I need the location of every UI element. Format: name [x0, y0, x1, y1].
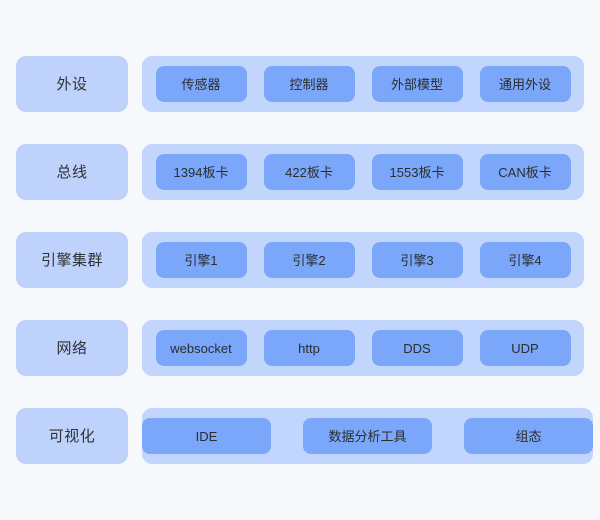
layer-item-label: 引擎4 [508, 252, 542, 268]
layer-item-label: UDP [511, 340, 539, 356]
layer-item-label: 组态 [515, 428, 542, 444]
layer-label-card-bus[interactable]: 总线 [16, 144, 128, 200]
layer-row-visualization: 可视化 IDE 数据分析工具 组态 [16, 408, 593, 464]
layer-row-peripherals: 外设 传感器 控制器 外部模型 通用外设 [16, 56, 584, 112]
layer-label-text: 引擎集群 [40, 251, 103, 269]
layer-items-card-bus: 1394板卡 422板卡 1553板卡 CAN板卡 [142, 144, 584, 200]
layer-label-text: 外设 [56, 75, 88, 93]
layer-item-chip[interactable]: 外部模型 [371, 66, 463, 102]
layer-label-card-network[interactable]: 网络 [16, 320, 128, 376]
layer-item-label: 1553板卡 [389, 164, 445, 180]
layer-label-text: 总线 [56, 163, 88, 181]
layer-item-label: 引擎1 [184, 252, 218, 268]
layer-item-chip[interactable]: 通用外设 [479, 66, 571, 102]
layer-row-network: 网络 websocket http DDS UDP [16, 320, 584, 376]
layer-row-bus: 总线 1394板卡 422板卡 1553板卡 CAN板卡 [16, 144, 584, 200]
layer-label-text: 可视化 [48, 427, 96, 445]
layer-item-label: 数据分析工具 [328, 428, 407, 444]
layer-item-chip[interactable]: IDE [142, 418, 271, 454]
layer-label-text: 网络 [56, 339, 88, 357]
layer-item-chip[interactable]: http [263, 330, 355, 366]
layer-item-chip[interactable]: 引擎4 [479, 242, 571, 278]
layer-row-engine-cluster: 引擎集群 引擎1 引擎2 引擎3 引擎4 [16, 232, 584, 288]
layer-item-chip[interactable]: 引擎3 [371, 242, 463, 278]
layer-item-label: 外部模型 [390, 76, 443, 92]
layer-item-chip[interactable]: 控制器 [263, 66, 355, 102]
layer-items-card-peripherals: 传感器 控制器 外部模型 通用外设 [142, 56, 584, 112]
layer-items-card-visualization: IDE 数据分析工具 组态 [142, 408, 593, 464]
architecture-layer-diagram: 外设 传感器 控制器 外部模型 通用外设 总线 1394板卡 4 [16, 56, 593, 464]
layer-item-chip[interactable]: 1553板卡 [371, 154, 463, 190]
layer-item-label: 引擎2 [292, 252, 326, 268]
layer-item-label: 1394板卡 [173, 164, 229, 180]
layer-item-chip[interactable]: 引擎1 [155, 242, 247, 278]
layer-item-chip[interactable]: 数据分析工具 [303, 418, 432, 454]
layer-item-label: CAN板卡 [498, 164, 552, 180]
layer-item-label: 422板卡 [285, 164, 333, 180]
layer-label-card-engine-cluster[interactable]: 引擎集群 [16, 232, 128, 288]
layer-item-label: websocket [170, 340, 232, 356]
layer-item-label: DDS [403, 340, 431, 356]
layer-item-label: http [298, 340, 320, 356]
layer-item-label: 控制器 [289, 76, 329, 92]
layer-label-card-peripherals[interactable]: 外设 [16, 56, 128, 112]
layer-item-label: 通用外设 [498, 76, 551, 92]
layer-label-card-visualization[interactable]: 可视化 [16, 408, 128, 464]
layer-item-label: IDE [195, 428, 218, 444]
layer-item-label: 引擎3 [400, 252, 434, 268]
layer-item-chip[interactable]: websocket [155, 330, 247, 366]
layer-items-card-network: websocket http DDS UDP [142, 320, 584, 376]
layer-items-card-engine-cluster: 引擎1 引擎2 引擎3 引擎4 [142, 232, 584, 288]
layer-item-label: 传感器 [181, 76, 221, 92]
layer-item-chip[interactable]: 传感器 [155, 66, 247, 102]
layer-item-chip[interactable]: 组态 [464, 418, 593, 454]
layer-item-chip[interactable]: UDP [479, 330, 571, 366]
layer-item-chip[interactable]: 引擎2 [263, 242, 355, 278]
layer-item-chip[interactable]: CAN板卡 [479, 154, 571, 190]
layer-item-chip[interactable]: DDS [371, 330, 463, 366]
layer-item-chip[interactable]: 422板卡 [263, 154, 355, 190]
layer-item-chip[interactable]: 1394板卡 [155, 154, 247, 190]
